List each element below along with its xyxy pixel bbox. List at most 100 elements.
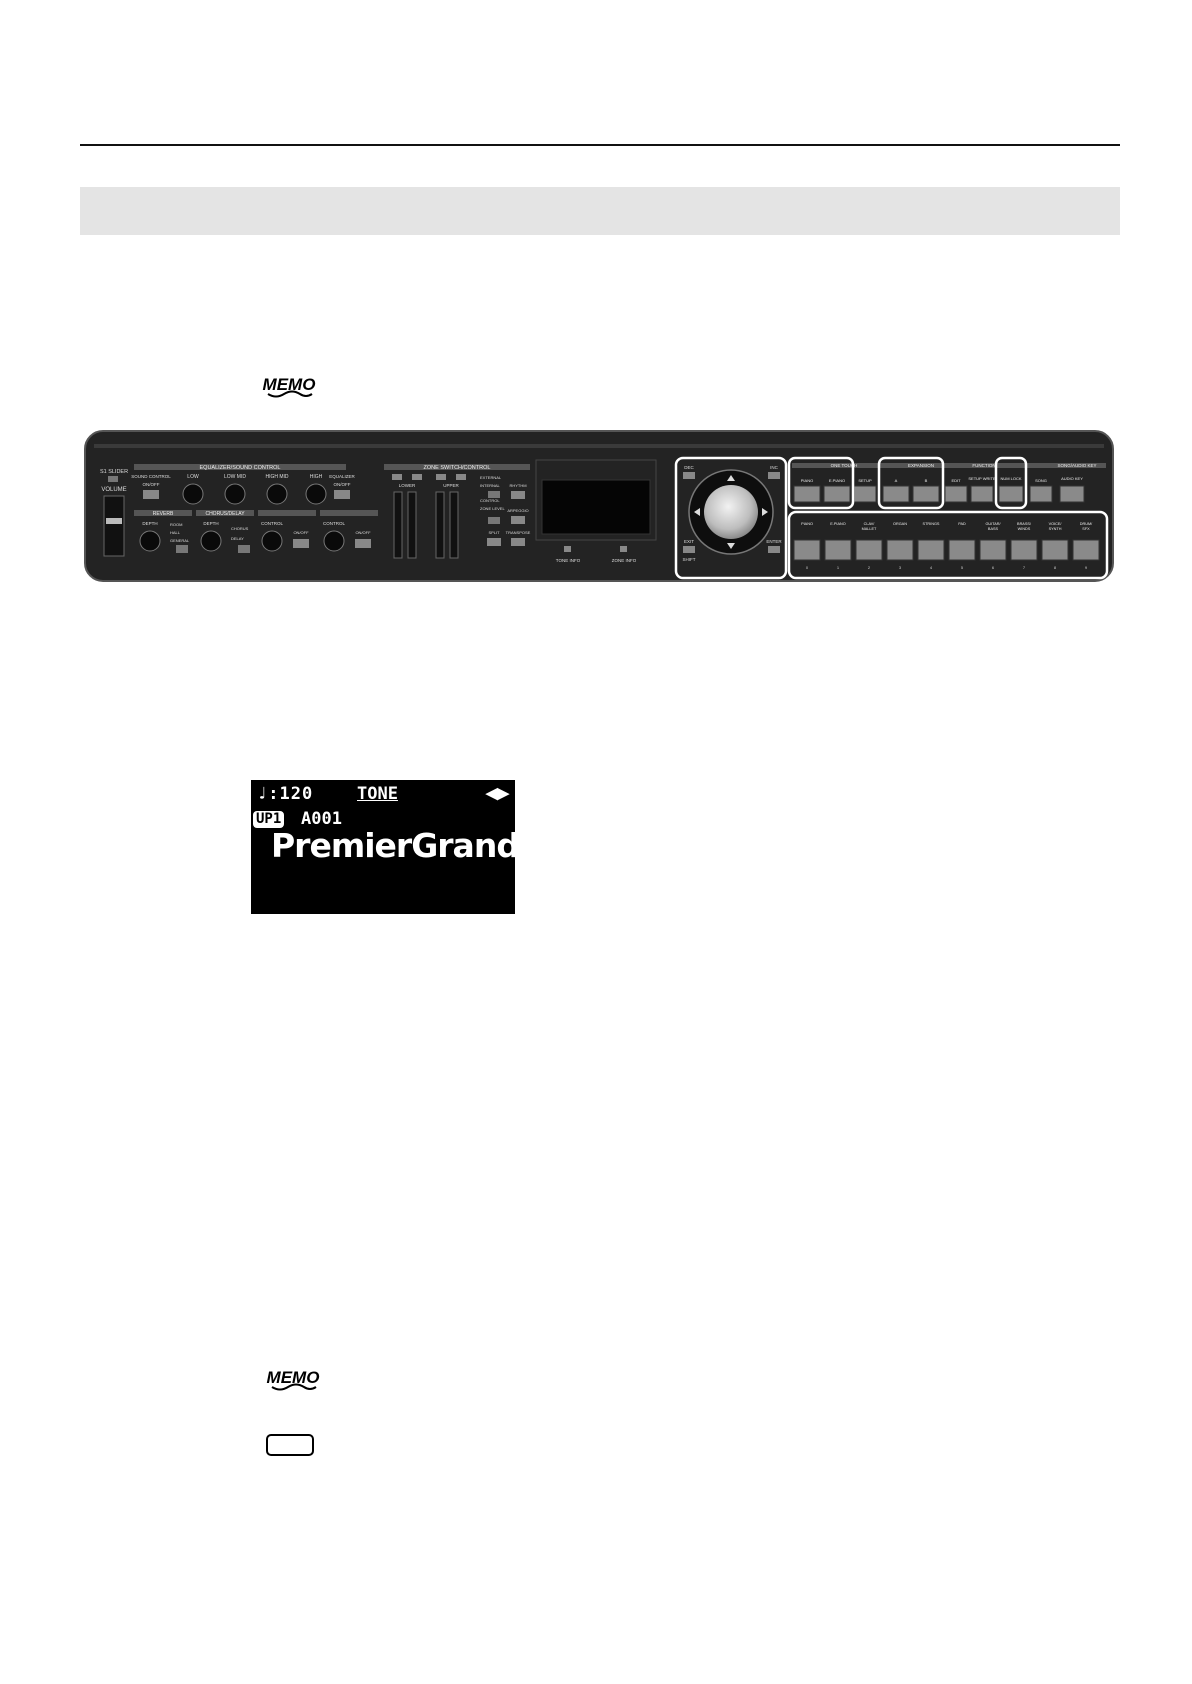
- tone-button-label: VOICE/: [1049, 522, 1063, 526]
- svg-text:SONG/AUDIO KEY: SONG/AUDIO KEY: [1057, 463, 1096, 468]
- svg-text:NUM LOCK: NUM LOCK: [1000, 476, 1021, 481]
- volume-slider[interactable]: [103, 495, 125, 557]
- tone-button[interactable]: [1072, 539, 1100, 561]
- sound-control-button[interactable]: [143, 490, 159, 499]
- svg-text:ROOM: ROOM: [170, 522, 182, 527]
- svg-text:TRANSPOSE: TRANSPOSE: [506, 530, 531, 535]
- equalizer-button[interactable]: [334, 490, 350, 499]
- svg-text:CHORUS/DELAY: CHORUS/DELAY: [205, 511, 245, 517]
- left-arrow-icon: [694, 508, 700, 516]
- equalizer-section: EQUALIZER/SOUND CONTROL SOUND CONTROL ON…: [131, 464, 355, 505]
- value-dial[interactable]: [704, 485, 758, 539]
- svg-text:SETUP WRITE: SETUP WRITE: [968, 476, 996, 481]
- svg-text:UPPER: UPPER: [443, 483, 459, 488]
- tone-button-label: SFX: [1082, 527, 1090, 531]
- one-touch-e-piano-button[interactable]: [823, 485, 851, 503]
- tone-button-row: PIANO0E.PIANO1CLAV/MALLET2ORGAN3STRINGS4…: [793, 522, 1100, 570]
- tone-button-label: BRASS/: [1017, 522, 1032, 526]
- effects-section: REVERB DEPTH ROOM HALL GENERAL CHORUS/DE…: [134, 510, 378, 553]
- svg-text:EDIT: EDIT: [951, 478, 961, 483]
- inc-button[interactable]: [768, 472, 780, 479]
- svg-text:SOUND CONTROL: SOUND CONTROL: [131, 474, 171, 479]
- lcd-screen: ♩:120 TONE ◀▶ UP1 A001 PremierGrand: [251, 780, 520, 914]
- tone-button[interactable]: [824, 539, 852, 561]
- expansion-b-button[interactable]: [912, 485, 940, 503]
- dec-button[interactable]: [683, 472, 695, 479]
- svg-text:REVERB: REVERB: [153, 511, 174, 517]
- eq-high-mid-knob[interactable]: [266, 483, 288, 505]
- svg-text:EQUALIZER/SOUND CONTROL: EQUALIZER/SOUND CONTROL: [200, 465, 281, 471]
- svg-text:HIGH: HIGH: [310, 474, 323, 480]
- svg-text:HALL: HALL: [170, 530, 181, 535]
- eq-low-knob[interactable]: [182, 483, 204, 505]
- svg-text:EXPANSION: EXPANSION: [908, 463, 934, 468]
- tempo-readout: ♩:120: [257, 784, 314, 804]
- tone-button-number: 0: [806, 565, 809, 570]
- tone-button[interactable]: [855, 539, 883, 561]
- tone-button-label: SYNTH: [1049, 527, 1062, 531]
- setup-write-button[interactable]: [970, 485, 994, 503]
- control-knob-1[interactable]: [261, 530, 283, 552]
- tone-button[interactable]: [793, 539, 821, 561]
- svg-text:B: B: [925, 478, 928, 483]
- exit-button[interactable]: [683, 546, 695, 553]
- tone-button[interactable]: [948, 539, 976, 561]
- svg-text:SHIFT: SHIFT: [683, 557, 696, 562]
- panel-display: TONE INFO ZONE INFO: [535, 459, 657, 563]
- one-touch-piano-button[interactable]: [793, 485, 821, 503]
- svg-text:INTERNAL: INTERNAL: [480, 483, 501, 488]
- svg-text:ZONE LEVEL: ZONE LEVEL: [480, 506, 505, 511]
- svg-text:AUDIO KEY: AUDIO KEY: [1061, 476, 1083, 481]
- reverb-depth-knob[interactable]: [139, 530, 161, 552]
- svg-text:TONE INFO: TONE INFO: [556, 558, 581, 563]
- memo-icon: MEMO: [267, 1368, 319, 1391]
- tone-button[interactable]: [917, 539, 945, 561]
- highlight-frames: [674, 456, 1109, 580]
- tone-button-number: 2: [868, 565, 871, 570]
- volume-section: S1 SLIDER VOLUME: [100, 469, 128, 557]
- eq-low-mid-knob[interactable]: [224, 483, 246, 505]
- svg-text:VOLUME: VOLUME: [101, 487, 126, 493]
- part-badge: UP1: [253, 811, 285, 828]
- enter-button[interactable]: [768, 546, 780, 553]
- song-button[interactable]: [1029, 485, 1053, 503]
- svg-text:ARPEGGIO: ARPEGGIO: [507, 508, 528, 513]
- eq-high-knob[interactable]: [305, 483, 327, 505]
- svg-text:CONTROL: CONTROL: [261, 521, 283, 526]
- num-lock-button[interactable]: [998, 485, 1024, 503]
- tone-button-label: GUITAR/: [985, 522, 1001, 526]
- page-arrows-icon: ◀▶: [485, 785, 509, 802]
- control-knob-2[interactable]: [323, 530, 345, 552]
- tone-button[interactable]: [1010, 539, 1038, 561]
- tone-button-label: E.PIANO: [830, 522, 845, 526]
- svg-text:ENTER: ENTER: [766, 539, 782, 544]
- tone-button-label: WINDS: [1018, 527, 1031, 531]
- note-icon: [266, 1434, 314, 1456]
- svg-text:DEPTH: DEPTH: [203, 521, 218, 526]
- memo-icon: MEMO: [263, 375, 315, 398]
- tone-button[interactable]: [1041, 539, 1069, 561]
- svg-text:EQUALIZER: EQUALIZER: [329, 474, 355, 479]
- tone-button-number: 4: [930, 565, 933, 570]
- svg-text:DELAY: DELAY: [231, 536, 244, 541]
- tone-button-number: 5: [961, 565, 964, 570]
- tone-button-label: STRINGS: [923, 522, 940, 526]
- svg-text:ONE TOUCH: ONE TOUCH: [831, 463, 858, 468]
- chorus-depth-knob[interactable]: [200, 530, 222, 552]
- screen-title: TONE: [357, 784, 398, 804]
- svg-text:SONG: SONG: [1035, 478, 1047, 483]
- tone-button[interactable]: [886, 539, 914, 561]
- setup-button[interactable]: [853, 485, 877, 503]
- highlight-dial-area: [674, 456, 788, 580]
- svg-text:GENERAL: GENERAL: [170, 538, 190, 543]
- tone-button-number: 8: [1054, 565, 1057, 570]
- svg-text:ON/OFF: ON/OFF: [334, 482, 351, 487]
- edit-button[interactable]: [944, 485, 968, 503]
- tone-button[interactable]: [979, 539, 1007, 561]
- tone-number: A001: [301, 809, 342, 829]
- expansion-a-button[interactable]: [882, 485, 910, 503]
- svg-text:HIGH MID: HIGH MID: [265, 474, 288, 480]
- svg-text:S1 SLIDER: S1 SLIDER: [100, 469, 128, 475]
- tone-button-number: 6: [992, 565, 995, 570]
- audio-key-button[interactable]: [1059, 485, 1085, 503]
